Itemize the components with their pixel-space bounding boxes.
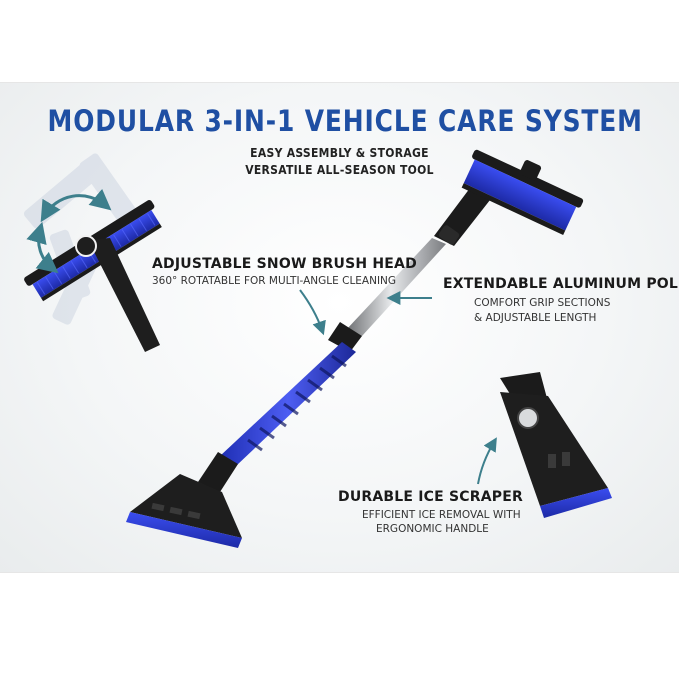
top-divider xyxy=(0,82,679,83)
subtitle-line-2: VERSATILE ALL-SEASON TOOL xyxy=(245,163,434,177)
scraper-callout-arrow xyxy=(477,437,497,485)
pole-callout-desc-2: & ADJUSTABLE LENGTH xyxy=(474,312,597,324)
brush-callout-title: ADJUSTABLE SNOW BRUSH HEAD xyxy=(152,256,417,272)
main-tool xyxy=(126,149,584,548)
page-title: MODULAR 3-IN-1 VEHICLE CARE SYSTEM xyxy=(47,104,643,138)
pole-callout-title: EXTENDABLE ALUMINUM POLE xyxy=(443,276,679,292)
ice-scraper-detail xyxy=(500,372,612,518)
brush-callout-arrow xyxy=(299,289,326,336)
brush-callout-desc: 360° ROTATABLE FOR MULTI-ANGLE CLEANING xyxy=(152,275,397,287)
scraper-callout-desc-2: ERGONOMIC HANDLE xyxy=(376,523,489,535)
scraper-callout-desc-1: EFFICIENT ICE REMOVAL WITH xyxy=(362,509,521,521)
rotating-brush-detail xyxy=(23,153,162,352)
bottom-divider xyxy=(0,572,679,573)
scraper-callout-title: DURABLE ICE SCRAPER xyxy=(338,489,523,505)
pole-callout-desc-1: COMFORT GRIP SECTIONS xyxy=(474,297,611,309)
subtitle-line-1: EASY ASSEMBLY & STORAGE xyxy=(250,146,429,160)
